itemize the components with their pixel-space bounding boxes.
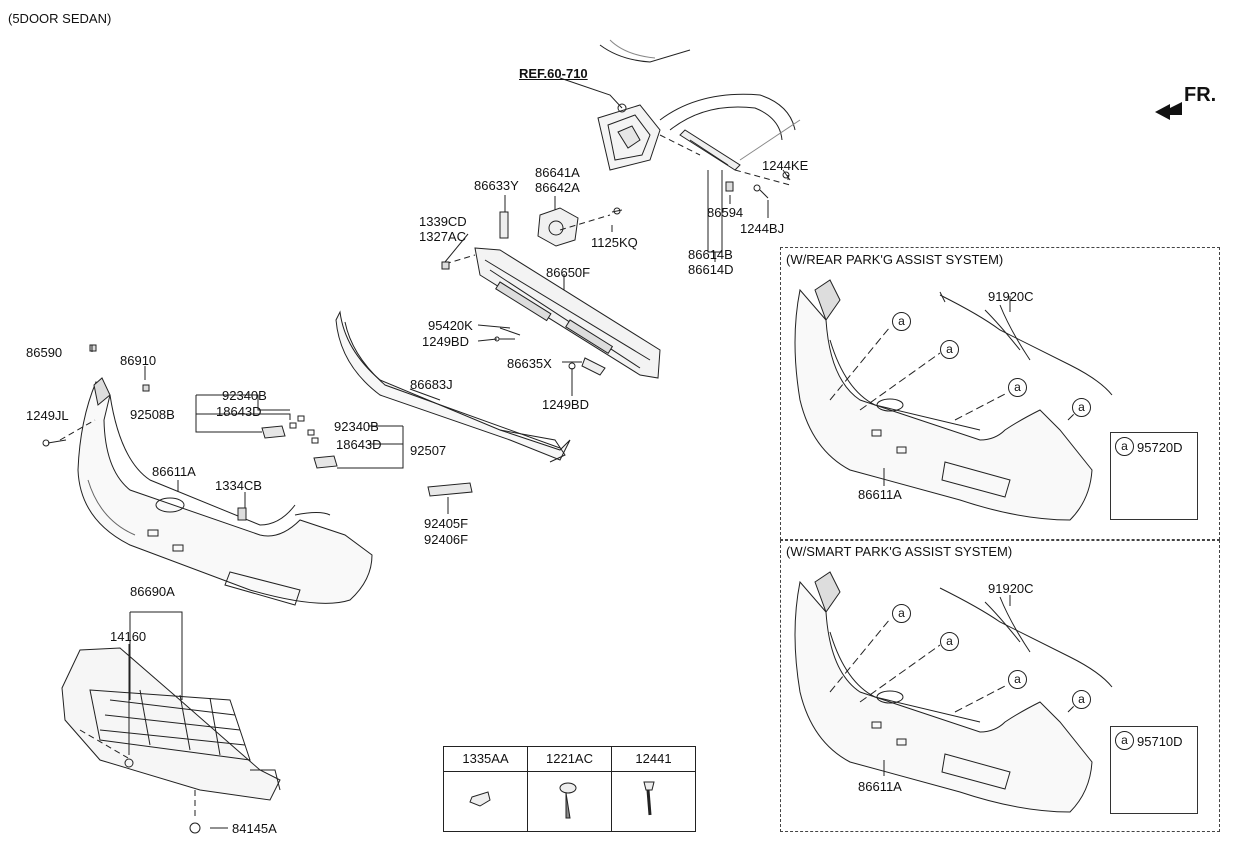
rear-park-assist-section — [780, 247, 1220, 540]
label-84145A: 84145A — [232, 821, 277, 836]
direction-label: FR. — [1184, 84, 1217, 106]
label-92508B: 92508B — [130, 407, 175, 422]
leader-lines — [91, 175, 789, 829]
label-86614B: 86614B — [688, 247, 733, 262]
upper-brackets — [441, 207, 623, 270]
label-14160: 14160 — [110, 629, 147, 644]
rear-park-assist-title: (W/REAR PARK'G ASSIST SYSTEM) — [786, 252, 1004, 267]
side-bracket — [659, 129, 791, 253]
bumper-upper-plate — [335, 310, 571, 463]
label-92406F: 92406F — [424, 532, 469, 547]
hardware-column: 12441 — [612, 747, 695, 831]
label-1339CD: 1339CD — [419, 214, 467, 229]
smart-park-assist-section — [780, 540, 1220, 832]
label-92340B-a: 92340B — [222, 388, 267, 403]
smart-sensor-callout: a — [1115, 731, 1134, 750]
license-lamps — [261, 415, 338, 469]
label-1327AC: 1327AC — [419, 229, 466, 244]
rear-sensor-inset: a 95720D — [1110, 432, 1198, 520]
label-86690A: 86690A — [130, 584, 175, 599]
label-1125KQ: 1125KQ — [591, 235, 638, 250]
hardware-header: 1221AC — [528, 747, 611, 772]
rear-callout-a: a — [940, 340, 959, 359]
smart-callout-a: a — [1072, 690, 1091, 709]
rear-sensor-callout: a — [1115, 437, 1134, 456]
label-18643D-a: 18643D — [216, 404, 262, 419]
ref-label: REF.60-710 — [519, 66, 588, 81]
hardware-header: 12441 — [612, 747, 695, 772]
hardware-glyphs — [469, 781, 655, 819]
label-86633Y: 86633Y — [474, 178, 519, 193]
label-1244KE: 1244KE — [762, 158, 809, 173]
hardware-column: 1335AA — [444, 747, 528, 831]
page-title: (5DOOR SEDAN) — [8, 11, 112, 26]
bumper-beam — [474, 247, 661, 382]
reflector — [427, 482, 473, 497]
hardware-column: 1221AC — [528, 747, 612, 831]
label-1249JL: 1249JL — [26, 408, 69, 423]
under-cover — [61, 647, 281, 834]
label-1244BJ: 1244BJ — [740, 221, 785, 236]
label-92507: 92507 — [410, 443, 447, 458]
main-bumper — [42, 344, 373, 606]
fender-outline — [559, 39, 801, 171]
label-92405F: 92405F — [424, 516, 469, 531]
label-86611A: 86611A — [152, 464, 196, 479]
rear-callout-a: a — [1008, 378, 1027, 397]
hardware-cell — [444, 772, 527, 831]
hardware-table: 1335AA 1221AC 12441 — [443, 746, 696, 832]
label-86641A: 86641A — [535, 165, 580, 180]
label-86614D: 86614D — [688, 262, 734, 277]
label-18643D-b: 18643D — [336, 437, 382, 452]
rear-bumper-label: 86611A — [858, 487, 902, 502]
rear-callout-a: a — [892, 312, 911, 331]
smart-sensor-inset: a 95710D — [1110, 726, 1198, 814]
smart-harness-label: 91920C — [988, 581, 1034, 596]
label-86683J: 86683J — [410, 377, 453, 392]
label-86910: 86910 — [120, 353, 157, 368]
label-86590: 86590 — [26, 345, 63, 360]
label-86635X: 86635X — [507, 356, 552, 371]
rear-callout-a: a — [1072, 398, 1091, 417]
rear-harness-label: 91920C — [988, 289, 1034, 304]
label-1334CB: 1334CB — [215, 478, 262, 493]
smart-park-assist-title: (W/SMART PARK'G ASSIST SYSTEM) — [786, 544, 1013, 559]
front-arrow — [1155, 102, 1182, 120]
label-86642A: 86642A — [535, 180, 580, 195]
hardware-cell — [528, 772, 611, 831]
smart-callout-a: a — [940, 632, 959, 651]
label-1249BD-a: 1249BD — [422, 334, 469, 349]
label-86594: 86594 — [707, 205, 744, 220]
hardware-cell — [612, 772, 695, 831]
smart-bumper-label: 86611A — [858, 779, 902, 794]
smart-callout-a: a — [892, 604, 911, 623]
smart-callout-a: a — [1008, 670, 1027, 689]
label-1249BD-b: 1249BD — [542, 397, 589, 412]
label-86650F: 86650F — [546, 265, 591, 280]
label-95420K: 95420K — [428, 318, 473, 333]
label-92340B-b: 92340B — [334, 419, 379, 434]
hardware-header: 1335AA — [444, 747, 527, 772]
rear-sensor-label: 95720D — [1137, 440, 1183, 455]
smart-sensor-label: 95710D — [1137, 734, 1183, 749]
